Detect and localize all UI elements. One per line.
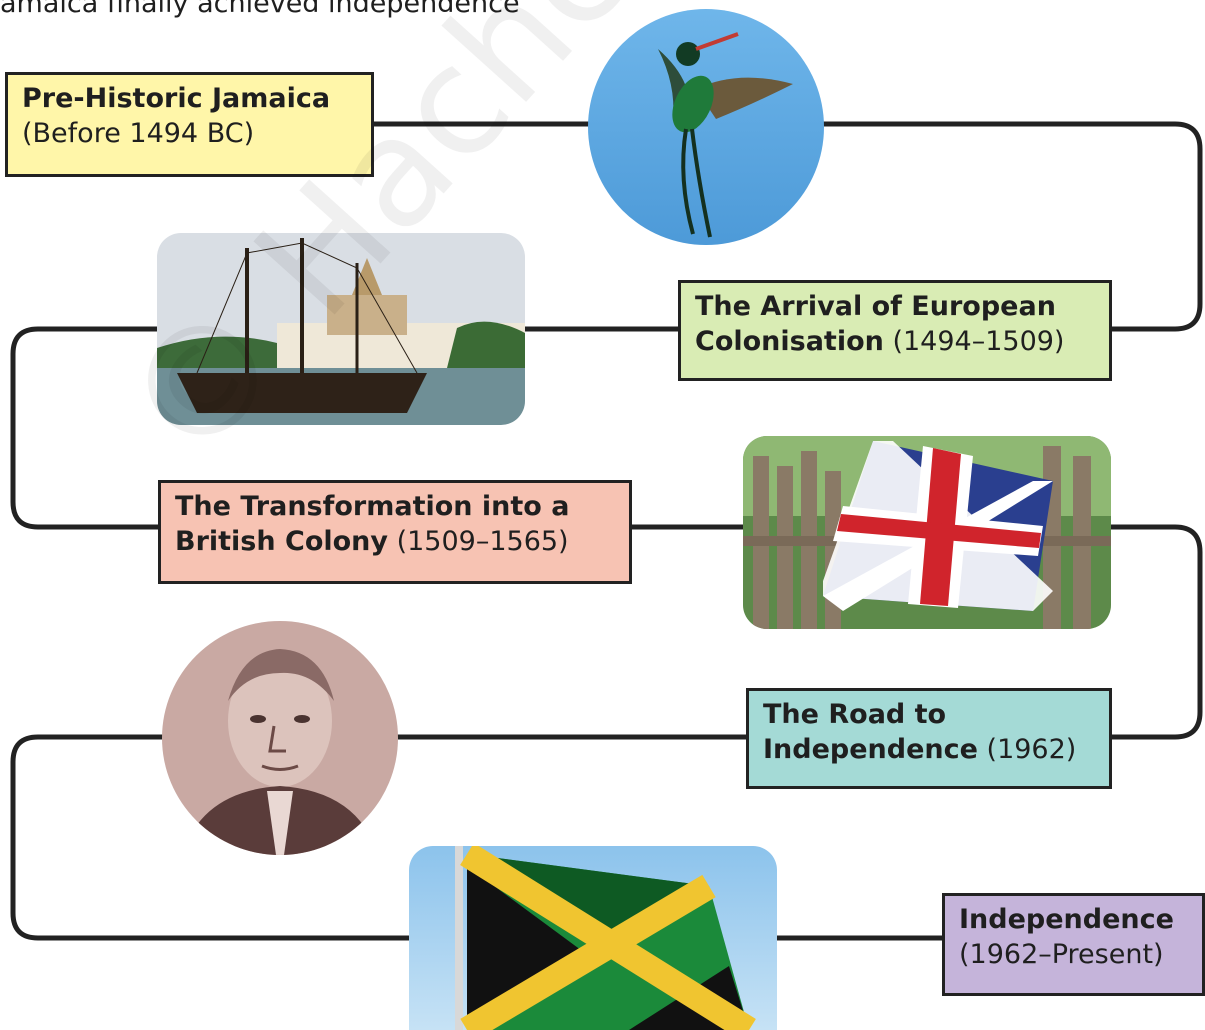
- timeline-dates: (Before 1494 BC): [22, 118, 255, 149]
- timeline-title: The Transformation into a British Colony: [175, 491, 570, 557]
- connector-row-3: [630, 524, 1203, 740]
- timeline-dates: (1962–Present): [959, 939, 1164, 970]
- timeline-title: Pre-Historic Jamaica: [22, 83, 331, 114]
- portrait-photo: [162, 621, 398, 855]
- timeline-box-road-to-independence: The Road to Independence (1962): [746, 688, 1112, 789]
- timeline-box-british-colony: The Transformation into a British Colony…: [158, 480, 632, 584]
- timeline-dates: (1494–1509): [892, 326, 1065, 357]
- timeline-box-independence: Independence (1962–Present): [942, 893, 1205, 996]
- union-jack-photo: [743, 436, 1111, 629]
- connector-row-1: [372, 121, 1203, 332]
- ship-photo: [157, 233, 525, 425]
- timeline-box-pre-historic-jamaica: Pre-Historic Jamaica (Before 1494 BC): [5, 72, 374, 177]
- connector-row-4: [10, 734, 942, 941]
- hummingbird-photo: [588, 9, 824, 245]
- timeline-title: Independence: [959, 904, 1174, 935]
- timeline-dates: (1509–1565): [396, 526, 569, 557]
- connector-row-2: [10, 326, 680, 530]
- timeline-title: The Arrival of European Colonisation: [695, 291, 1056, 357]
- intro-text: amaica finally achieved independence: [0, 0, 520, 19]
- timeline-dates: (1962): [986, 734, 1077, 765]
- timeline-title: The Road to Independence: [763, 699, 978, 765]
- timeline-box-european-colonisation: The Arrival of European Colonisation (14…: [678, 280, 1112, 381]
- jamaica-flag-photo: [409, 846, 777, 1030]
